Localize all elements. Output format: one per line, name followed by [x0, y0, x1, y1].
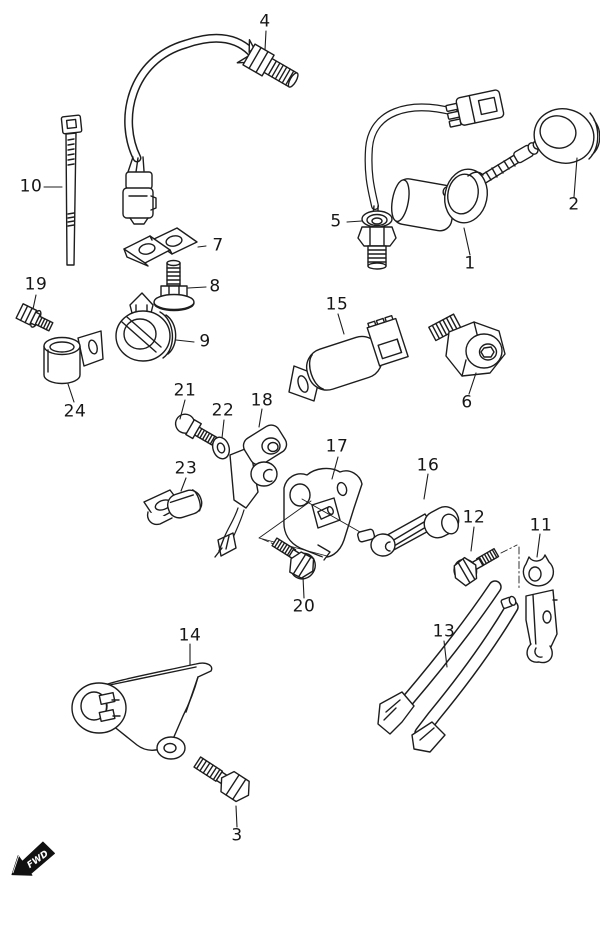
- part-14-bracket-drawing: [71, 662, 213, 760]
- part-12-flange-bolt-drawing: [453, 547, 500, 587]
- leader-line-1: [463, 227, 471, 256]
- part-label-8: 8: [209, 276, 221, 297]
- part-label-6: 6: [461, 392, 473, 413]
- part-20-flange-bolt-drawing: [271, 537, 316, 580]
- leader-line-17: [331, 456, 339, 480]
- leader-line-12: [470, 526, 475, 552]
- part-label-4: 4: [259, 11, 271, 32]
- part-label-13: 13: [432, 621, 456, 642]
- part-label-24: 24: [63, 401, 87, 422]
- part-21-screw-drawing: [174, 413, 218, 446]
- part-label-17: 17: [325, 436, 349, 457]
- part-label-14: 14: [178, 625, 202, 646]
- part-label-12: 12: [462, 507, 486, 528]
- part-label-22: 22: [211, 400, 235, 421]
- part-label-16: 16: [416, 455, 440, 476]
- part-5-sensor-harness-drawing: [357, 89, 505, 270]
- part-label-11: 11: [529, 515, 553, 536]
- leader-line-22: [221, 419, 225, 439]
- leader-line-16: [423, 473, 429, 500]
- part-16-lever-drawing: [357, 506, 460, 557]
- leader-line-8: [187, 286, 207, 289]
- part-label-10: 10: [19, 176, 43, 197]
- leader-line-4: [264, 30, 267, 51]
- part-label-15: 15: [325, 294, 349, 315]
- part-15-sensor-drawing: [288, 314, 409, 402]
- fwd-arrow-icon: FWD: [11, 840, 55, 876]
- part-13-link-rods-drawing: [377, 580, 519, 753]
- part-23-clamp-drawing: [143, 489, 203, 526]
- part-label-23: 23: [174, 458, 198, 479]
- leader-line-11: [536, 533, 541, 558]
- leader-line-7: [197, 245, 207, 248]
- part-24-clamp-drawing: [43, 330, 104, 385]
- part-2-grommet-drawing: [533, 108, 600, 164]
- part-label-2: 2: [568, 194, 580, 215]
- part-label-5: 5: [330, 211, 342, 232]
- part-19-bolt-drawing: [15, 303, 54, 332]
- part-label-18: 18: [250, 390, 274, 411]
- part-9-harness-clip-drawing: [115, 292, 177, 362]
- leader-line-6: [468, 372, 477, 395]
- part-label-7: 7: [212, 235, 224, 256]
- part-11-bracket-drawing: [522, 554, 558, 664]
- leader-line-5: [346, 220, 363, 223]
- part-10-cable-tie-drawing: [60, 114, 83, 266]
- leader-line-15: [337, 313, 345, 335]
- part-1-sensor-drawing: [390, 139, 543, 232]
- part-8-flange-bolt-drawing: [153, 259, 195, 312]
- leader-line-21: [179, 399, 186, 420]
- part-22-washer-drawing: [211, 436, 231, 460]
- part-label-20: 20: [292, 596, 316, 617]
- leader-lines: [32, 30, 578, 828]
- leader-line-3: [235, 805, 238, 828]
- leader-line-20: [302, 576, 305, 599]
- leader-line-18: [258, 408, 263, 428]
- leader-line-9: [175, 339, 195, 343]
- part-3-hex-bolt-drawing: [193, 756, 250, 803]
- leader-line-2: [573, 157, 578, 198]
- leader-line-13: [443, 640, 448, 668]
- part-label-21: 21: [173, 380, 197, 401]
- leader-line-23: [180, 477, 187, 492]
- part-7-bracket-plate-drawing: [123, 227, 198, 267]
- part-label-3: 3: [231, 825, 243, 846]
- part-6-sensor-drawing: [428, 313, 506, 377]
- part-label-9: 9: [199, 331, 211, 352]
- part-18-sensor-drawing: [214, 424, 288, 558]
- leader-line-24: [67, 383, 75, 403]
- leader-line-19: [32, 294, 37, 310]
- part-label-19: 19: [24, 274, 48, 295]
- part-label-1: 1: [464, 253, 476, 274]
- alignment-centerlines: [500, 544, 520, 590]
- part-4-sensor-harness-drawing: [122, 33, 299, 225]
- part-17-bracket-drawing: [258, 467, 363, 561]
